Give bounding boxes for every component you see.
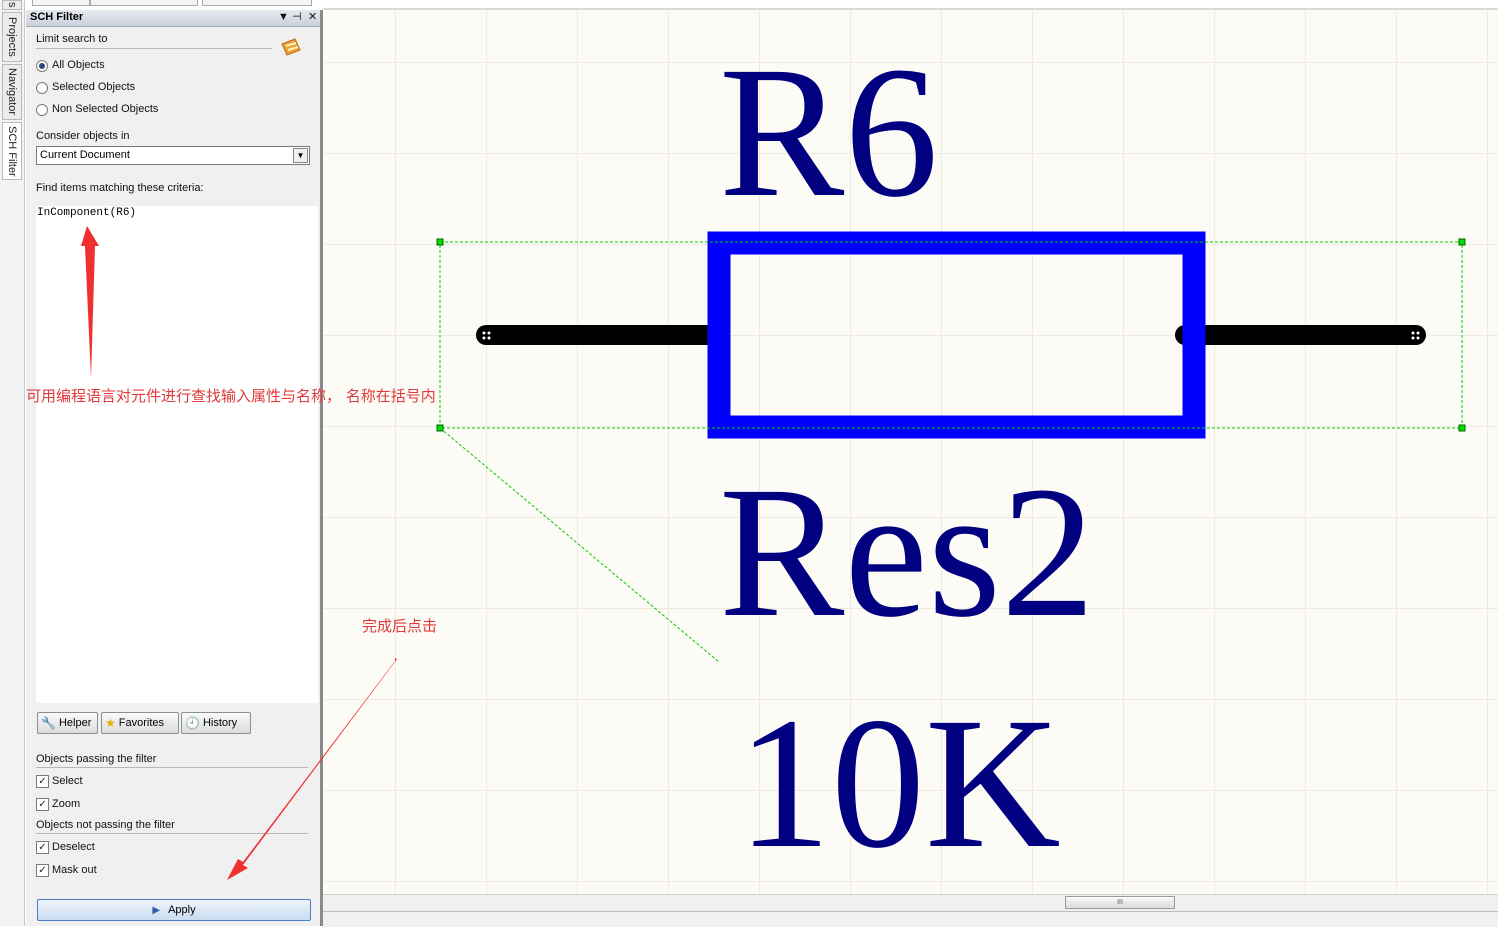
side-tab-sch-filter[interactable]: SCH Filter — [2, 122, 22, 180]
favorites-button[interactable]: ★Favorites — [101, 712, 179, 734]
apply-button[interactable]: ▶ Apply — [37, 899, 311, 921]
panel-splitter[interactable] — [320, 10, 323, 926]
resistor-body — [707, 231, 1206, 439]
divider — [36, 767, 308, 768]
mask-out-checkbox-label: Mask out — [52, 864, 97, 876]
limit-search-label: Limit search to — [36, 33, 108, 45]
divider — [36, 833, 308, 834]
radio-all-objects[interactable] — [36, 60, 48, 72]
pin-icon[interactable]: ⊣ — [292, 11, 302, 23]
document-scope-select[interactable]: Current Document ▼ — [36, 146, 310, 165]
document-scope-value: Current Document — [40, 149, 130, 161]
panel-header: SCH Filter ▼ ⊣ ✕ — [26, 10, 320, 27]
pin-2-marker — [1411, 331, 1420, 340]
side-tab-strip: s Projects Navigator SCH Filter — [0, 0, 25, 926]
radio-non-selected-objects-label: Non Selected Objects — [52, 103, 159, 115]
schematic-canvas[interactable]: R6 Res2 10K — [323, 10, 1498, 894]
passing-filter-label: Objects passing the filter — [36, 753, 157, 765]
top-tab-row — [26, 0, 326, 6]
radio-selected-objects[interactable] — [36, 82, 48, 94]
history-button[interactable]: 🕘History — [181, 712, 251, 734]
top-tab-1[interactable] — [32, 0, 90, 6]
canvas-top-border — [323, 8, 1498, 10]
side-tab-projects[interactable]: Projects — [2, 12, 22, 62]
history-icon: 🕘 — [185, 716, 200, 730]
select-checkbox-label: Select — [52, 775, 83, 787]
selection-handle — [1458, 238, 1466, 246]
pin-1-marker — [482, 331, 491, 340]
select-checkbox[interactable]: ✓ — [36, 775, 49, 788]
panel-title: SCH Filter — [30, 11, 84, 23]
filter-brush-icon[interactable] — [279, 36, 303, 58]
close-icon[interactable]: ✕ — [308, 11, 318, 23]
helper-button-label: Helper — [58, 717, 92, 729]
favorites-button-label: Favorites — [118, 717, 165, 729]
deselect-checkbox[interactable]: ✓ — [36, 841, 49, 854]
selection-handle — [436, 238, 444, 246]
horizontal-scrollbar[interactable]: III — [323, 894, 1498, 912]
star-icon: ★ — [105, 716, 116, 730]
divider — [36, 48, 272, 49]
annotation-note-query: 可用编程语言对元件进行查找输入属性与名称， 名称在括号内 — [26, 387, 436, 405]
resistor-symbol[interactable] — [323, 10, 1498, 894]
radio-all-objects-label: All Objects — [52, 59, 105, 71]
selection-box — [439, 241, 1463, 429]
mask-out-checkbox[interactable]: ✓ — [36, 864, 49, 877]
helper-button[interactable]: 🔧Helper — [37, 712, 98, 734]
zoom-checkbox-label: Zoom — [52, 798, 81, 810]
criteria-label: Find items matching these criteria: — [36, 182, 204, 194]
wrench-icon: 🔧 — [41, 716, 56, 730]
apply-button-label: Apply — [168, 904, 196, 916]
side-tab-s[interactable]: s — [2, 0, 22, 10]
top-tab-3[interactable] — [202, 0, 312, 6]
selection-leader-line — [439, 427, 720, 663]
play-arrow-icon: ▶ — [152, 904, 161, 916]
scrollbar-thumb[interactable]: III — [1065, 896, 1175, 909]
consider-objects-label: Consider objects in — [36, 130, 130, 142]
status-strip — [323, 911, 1498, 927]
top-tab-2[interactable] — [90, 0, 198, 6]
zoom-checkbox[interactable]: ✓ — [36, 798, 49, 811]
not-passing-filter-label: Objects not passing the filter — [36, 819, 175, 831]
criteria-query-text: InComponent(R6) — [37, 207, 137, 219]
side-tab-navigator[interactable]: Navigator — [2, 64, 22, 120]
sch-filter-panel: SCH Filter ▼ ⊣ ✕ Limit search to All Obj… — [26, 10, 320, 926]
radio-non-selected-objects[interactable] — [36, 104, 48, 116]
selection-handle — [436, 424, 444, 432]
annotation-note-apply: 完成后点击 — [362, 617, 438, 635]
deselect-checkbox-label: Deselect — [52, 841, 95, 853]
comment-text[interactable]: Res2 — [719, 447, 1095, 656]
radio-selected-objects-label: Selected Objects — [52, 81, 136, 93]
value-text[interactable]: 10K — [737, 678, 1061, 887]
chevron-down-icon[interactable]: ▼ — [293, 148, 308, 163]
panel-menu-dropdown-icon[interactable]: ▼ — [278, 11, 289, 23]
selection-handle — [1458, 424, 1466, 432]
designator-text[interactable]: R6 — [719, 27, 939, 236]
criteria-editor[interactable]: InComponent(R6) — [36, 206, 318, 703]
history-button-label: History — [202, 717, 238, 729]
